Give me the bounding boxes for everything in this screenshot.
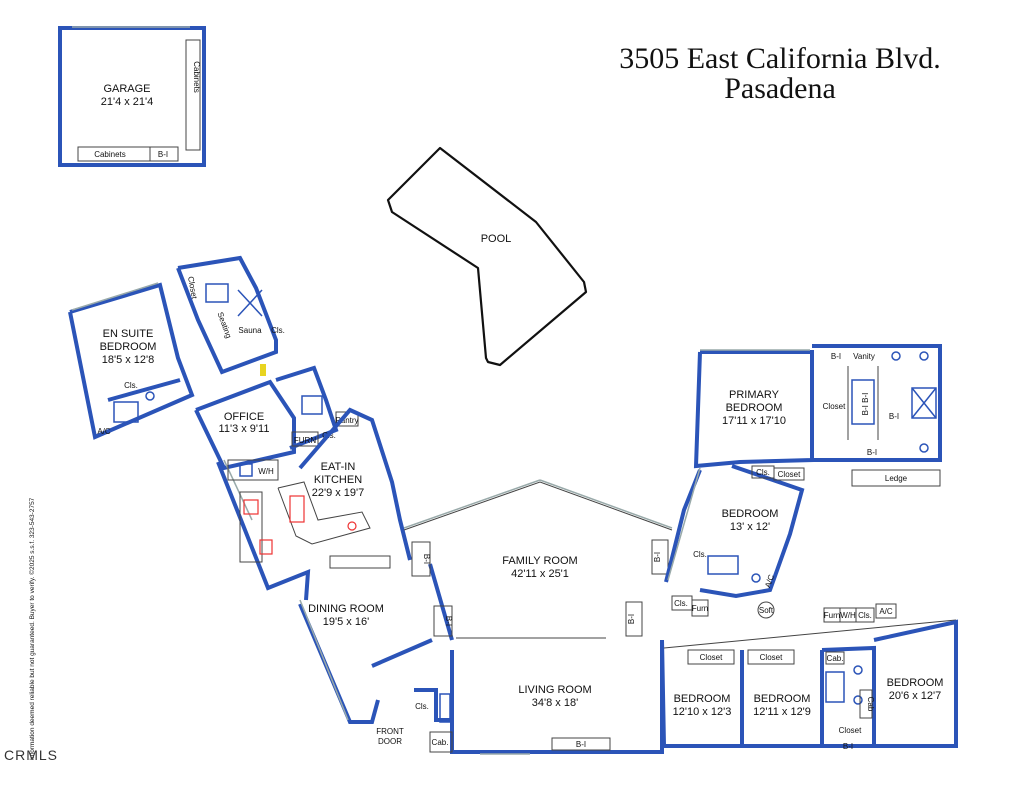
primary-name-1: PRIMARY — [729, 389, 780, 401]
address-line-2: Pasadena — [724, 72, 836, 105]
kitchen-dining: W/H EAT-IN KITCHEN 22'9 x 19'7 DINING RO… — [216, 407, 454, 724]
bedroom-b-name: BEDROOM — [754, 693, 811, 705]
west-wing: EN SUITE BEDROOM 18'5 x 12'8 Cls. A/C Cl… — [68, 255, 359, 471]
mid-bedroom-closet-label: Cls. — [756, 468, 770, 477]
primary-suite: PRIMARY BEDROOM 17'11 x 17'10 B-I Vanity… — [693, 344, 942, 487]
pool: POOL — [386, 146, 588, 367]
office-name: OFFICE — [224, 411, 264, 423]
disclaimer-text: Information deemed reliable but not guar… — [28, 497, 36, 760]
bedroom-a-dims: 12'10 x 12'3 — [673, 706, 732, 718]
east-wing: Closet Closet BEDROOM 12'10 x 12'3 BEDRO… — [660, 603, 958, 751]
family-builtin-right-label: B-I — [653, 552, 662, 562]
ensuite-closet-label: Cls. — [124, 381, 138, 390]
sauna-label: Sauna — [238, 326, 262, 335]
strip-ac-label: A/C — [879, 607, 893, 616]
front-door-label-1: FRONT — [376, 727, 404, 736]
kitchen-wh-label: W/H — [258, 467, 274, 476]
office-dims: 11'3 x 9'11 — [219, 423, 270, 435]
ensuite-ac-label: A/C — [97, 427, 111, 436]
primary-builtin-label: B-I — [831, 352, 841, 361]
kitchen-name-2: KITCHEN — [314, 474, 362, 486]
bedroom-c-dims: 20'6 x 12'7 — [889, 690, 942, 702]
bath-cab-side-label: Cab — [866, 697, 875, 712]
garage-dims: 21'4 x 21'4 — [101, 96, 154, 108]
living-name: LIVING ROOM — [518, 684, 591, 696]
crmls-watermark: CRMLS — [4, 747, 58, 763]
living-room: B-I LIVING ROOM 34'8 x 18' Cab. Cls. FRO… — [376, 640, 664, 755]
bath-cab-top-label: Cab. — [827, 654, 844, 663]
mid-bedroom-name: BEDROOM — [722, 508, 779, 520]
entry-closet-label: Cls. — [415, 702, 429, 711]
ensuite-name-2: BEDROOM — [100, 341, 157, 353]
dining-dims: 19'5 x 16' — [323, 616, 369, 628]
hall-furn-label: Furn — [692, 604, 708, 613]
primary-dims: 17'11 x 17'10 — [722, 415, 786, 427]
living-builtin-label: B-I — [576, 740, 586, 749]
strip-closet-label: Cls. — [858, 611, 872, 620]
ensuite-dims: 18'5 x 12'8 — [102, 354, 155, 366]
primary-name-2: BEDROOM — [726, 402, 783, 414]
primary-builtin-pair-label: B-I B-I — [861, 393, 870, 416]
front-door-label-2: DOOR — [378, 737, 402, 746]
garage: GARAGE 21'4 x 21'4 Cabinets B-I Cabinets — [58, 26, 206, 167]
primary-vanity-label: Vanity — [853, 352, 875, 361]
address-line-1: 3505 East California Blvd. — [619, 42, 941, 75]
primary-bath-builtin-label: B-I — [889, 412, 899, 421]
bedroom-a-closet-label: Closet — [700, 653, 723, 662]
family-dims: 42'11 x 25'1 — [511, 568, 569, 580]
living-dims: 34'8 x 18' — [532, 697, 578, 709]
entry-cab-label: Cab. — [432, 738, 449, 747]
pool-label: POOL — [481, 233, 512, 245]
kitchen-dims: 22'9 x 19'7 — [312, 487, 365, 499]
mid-bedroom-dims: 13' x 12' — [730, 521, 770, 533]
closet-rotated-label: Closet — [186, 276, 199, 301]
garage-name: GARAGE — [103, 83, 150, 95]
family-builtin-lower-label: B-I — [627, 614, 636, 624]
bedroom-c-name: BEDROOM — [887, 677, 944, 689]
family-room: B-I B-I FAMILY ROOM 42'11 x 25'1 — [403, 479, 673, 639]
ensuite-name-1: EN SUITE — [103, 328, 154, 340]
garage-builtin-label: B-I — [158, 150, 168, 159]
dining-name: DINING ROOM — [308, 603, 384, 615]
primary-lower-builtin-label: B-I — [867, 448, 877, 457]
furn-label: FURN — [294, 436, 316, 445]
strip-furn-label: Furn — [824, 611, 840, 620]
pantry-label: Pantry — [335, 416, 358, 425]
kitchen-builtin-label: B-I — [422, 554, 431, 564]
bedroom-a-name: BEDROOM — [674, 693, 731, 705]
mid-bath-closet-label: Cls. — [693, 550, 707, 559]
strip-wh-label: W/H — [840, 611, 856, 620]
hall-closet-label: Cls. — [674, 599, 688, 608]
bedroom-b-closet-label: Closet — [760, 653, 783, 662]
mid-bedroom-closet-long-label: Closet — [778, 470, 801, 479]
soft-water-label: Soft — [759, 606, 774, 615]
bath-closet-label: Closet — [839, 726, 862, 735]
bedroom-middle: Cls. Closet Cls. A/C BEDROOM 13' x 12' C… — [664, 464, 805, 619]
garage-cabinets-label: Cabinets — [94, 150, 126, 159]
sauna-closet-label: Cls. — [271, 326, 285, 335]
kitchen-name-1: EAT-IN — [321, 461, 356, 473]
seating-label: Seating — [215, 311, 233, 340]
primary-closet-label: Closet — [823, 402, 846, 411]
ledge-label: Ledge — [885, 474, 908, 483]
dining-builtin-label: B-I — [444, 616, 453, 626]
bath-builtin-label: B-I — [843, 742, 853, 751]
mid-ac-label: A/C — [763, 573, 776, 589]
family-name: FAMILY ROOM — [502, 555, 577, 567]
bedroom-b-dims: 12'11 x 12'9 — [753, 706, 811, 718]
garage-side-cabinets-label: Cabinets — [192, 61, 201, 93]
